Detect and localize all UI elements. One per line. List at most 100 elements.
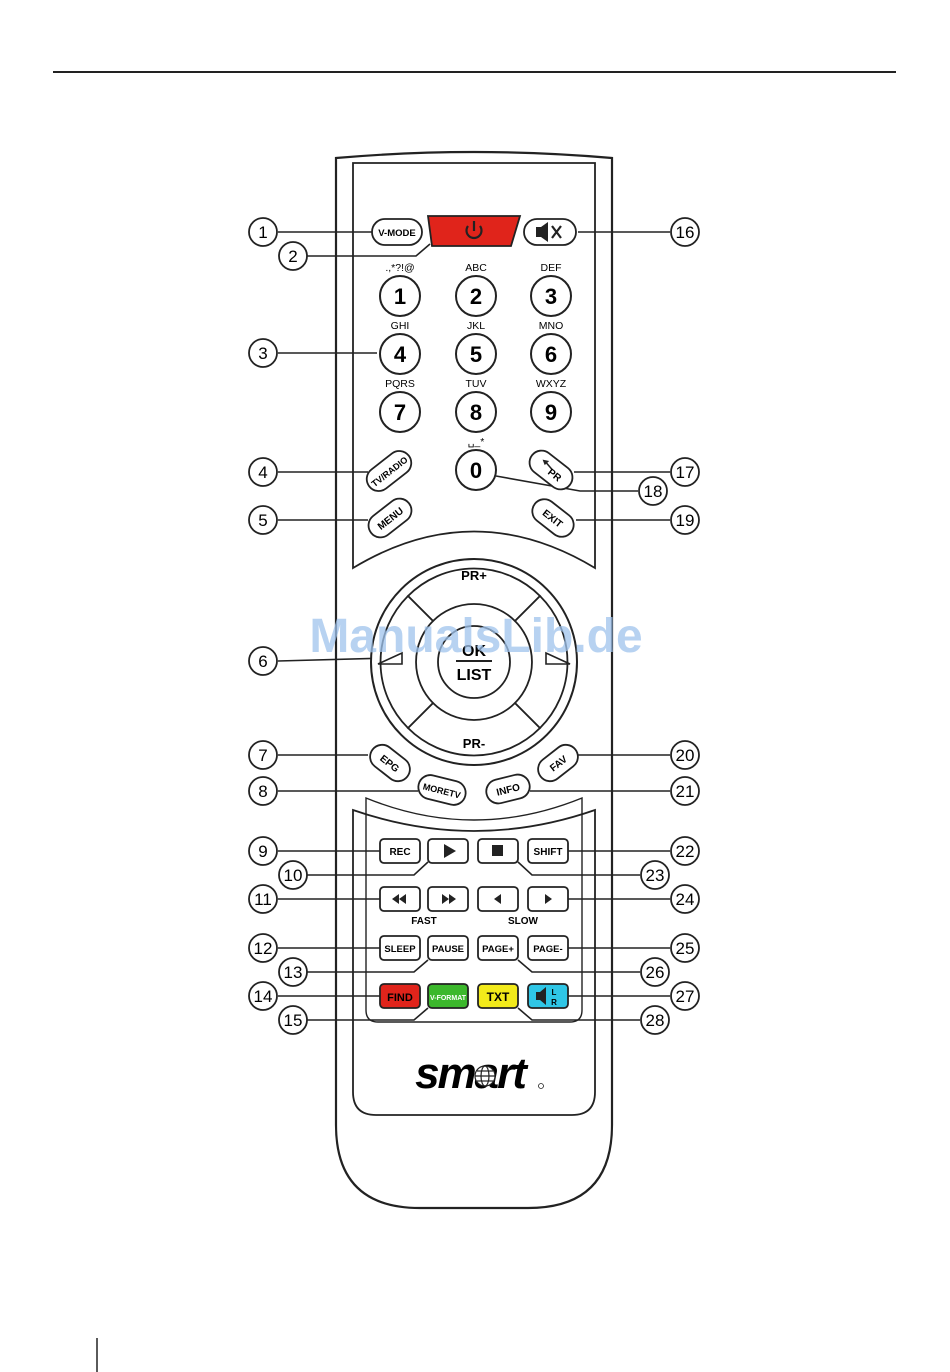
callout-20: 20: [671, 741, 699, 769]
brand-logo: smart: [415, 1049, 529, 1098]
callout-number: 28: [646, 1011, 665, 1030]
digit-label: 4: [394, 342, 407, 367]
callout-number: 22: [676, 842, 695, 861]
stop-icon: [492, 845, 503, 856]
digit-letters: ␣_*: [468, 436, 485, 448]
callout-number: 19: [676, 511, 695, 530]
callout-18: 18: [639, 477, 667, 505]
callout-number: 10: [284, 866, 303, 885]
callout-number: 1: [258, 223, 267, 242]
callout-1: 1: [249, 218, 277, 246]
sleep-label: SLEEP: [384, 944, 416, 955]
watermark: ManualsLib.de: [309, 610, 642, 663]
page-down-label: PAGE-: [533, 944, 562, 955]
callout-28: 28: [641, 1006, 669, 1034]
callout-number: 3: [258, 344, 267, 363]
callout-number: 21: [676, 782, 695, 801]
callout-10: 10: [279, 861, 307, 889]
callout-number: 15: [284, 1011, 303, 1030]
digit-letters: DEF: [541, 262, 562, 274]
digit-label: 1: [394, 284, 406, 309]
callout-number: 26: [646, 963, 665, 982]
callout-number: 8: [258, 782, 267, 801]
list-label: LIST: [457, 667, 492, 684]
fast-label: FAST: [411, 916, 437, 927]
callout-number: 2: [288, 247, 297, 266]
digit-label: 3: [545, 284, 557, 309]
audio-button[interactable]: [528, 984, 568, 1008]
globe-icon: [475, 1066, 495, 1086]
callout-11: 11: [249, 885, 277, 913]
callout-number: 9: [258, 842, 267, 861]
digit-label: 9: [545, 400, 557, 425]
callout-27: 27: [671, 982, 699, 1010]
digit-key-7: PQRS 7: [380, 378, 420, 432]
digit-letters: GHI: [391, 320, 410, 332]
page-up-label: PAGE+: [482, 944, 514, 955]
digit-label: 5: [470, 342, 482, 367]
digit-key-1: .,*?!@ 1: [380, 262, 420, 316]
callout-25: 25: [671, 934, 699, 962]
callout-number: 23: [646, 866, 665, 885]
digit-label: 0: [470, 458, 482, 483]
callout-number: 11: [254, 890, 272, 909]
callout-number: 17: [676, 463, 695, 482]
callout-8: 8: [249, 777, 277, 805]
audio-left-label: L: [552, 988, 557, 997]
callout-26: 26: [641, 958, 669, 986]
callout-22: 22: [671, 837, 699, 865]
digit-letters: WXYZ: [536, 378, 567, 390]
callout-16: 16: [671, 218, 699, 246]
callout-7: 7: [249, 741, 277, 769]
digit-letters: MNO: [539, 320, 564, 332]
callout-number: 5: [258, 511, 267, 530]
callout-17: 17: [671, 458, 699, 486]
digit-letters: PQRS: [385, 378, 415, 390]
pr-plus-label: PR+: [461, 568, 487, 583]
digit-label: 6: [545, 342, 557, 367]
callout-5: 5: [249, 506, 277, 534]
callout-number: 16: [676, 223, 695, 242]
digit-label: 7: [394, 400, 406, 425]
digit-label: 8: [470, 400, 482, 425]
callout-number: 12: [254, 939, 273, 958]
callout-number: 27: [676, 987, 695, 1006]
callout-4: 4: [249, 458, 277, 486]
vmode-label: V-MODE: [378, 228, 415, 239]
callout-13: 13: [279, 958, 307, 986]
digit-letters: TUV: [466, 378, 487, 390]
audio-right-label: R: [551, 998, 557, 1007]
callout-15: 15: [279, 1006, 307, 1034]
digit-letters: ABC: [465, 262, 487, 274]
rec-label: REC: [389, 847, 410, 858]
slow-label: SLOW: [508, 916, 539, 927]
callout-21: 21: [671, 777, 699, 805]
txt-label: TXT: [487, 990, 510, 1004]
callout-number: 6: [258, 652, 267, 671]
callout-number: 25: [676, 939, 695, 958]
callout-2: 2: [279, 242, 307, 270]
pause-label: PAUSE: [432, 944, 464, 955]
callout-23: 23: [641, 861, 669, 889]
digit-letters: .,*?!@: [385, 262, 414, 274]
find-label: FIND: [387, 992, 413, 1004]
callout-number: 24: [676, 890, 695, 909]
callout-number: 13: [284, 963, 303, 982]
callout-3: 3: [249, 339, 277, 367]
pr-minus-label: PR-: [463, 736, 485, 751]
mute-button[interactable]: [524, 219, 576, 245]
callout-number: 7: [258, 746, 267, 765]
callout-number: 20: [676, 746, 695, 765]
digit-label: 2: [470, 284, 482, 309]
callout-19: 19: [671, 506, 699, 534]
digit-letters: JKL: [467, 320, 485, 332]
vformat-label: V-FORMAT: [430, 995, 467, 1002]
callout-24: 24: [671, 885, 699, 913]
digit-key-9: WXYZ 9: [531, 378, 571, 432]
shift-label: SHIFT: [534, 847, 563, 858]
callout-number: 4: [258, 463, 267, 482]
callout-9: 9: [249, 837, 277, 865]
callout-number: 14: [254, 987, 273, 1006]
callout-12: 12: [249, 934, 277, 962]
callout-6: 6: [249, 647, 277, 675]
